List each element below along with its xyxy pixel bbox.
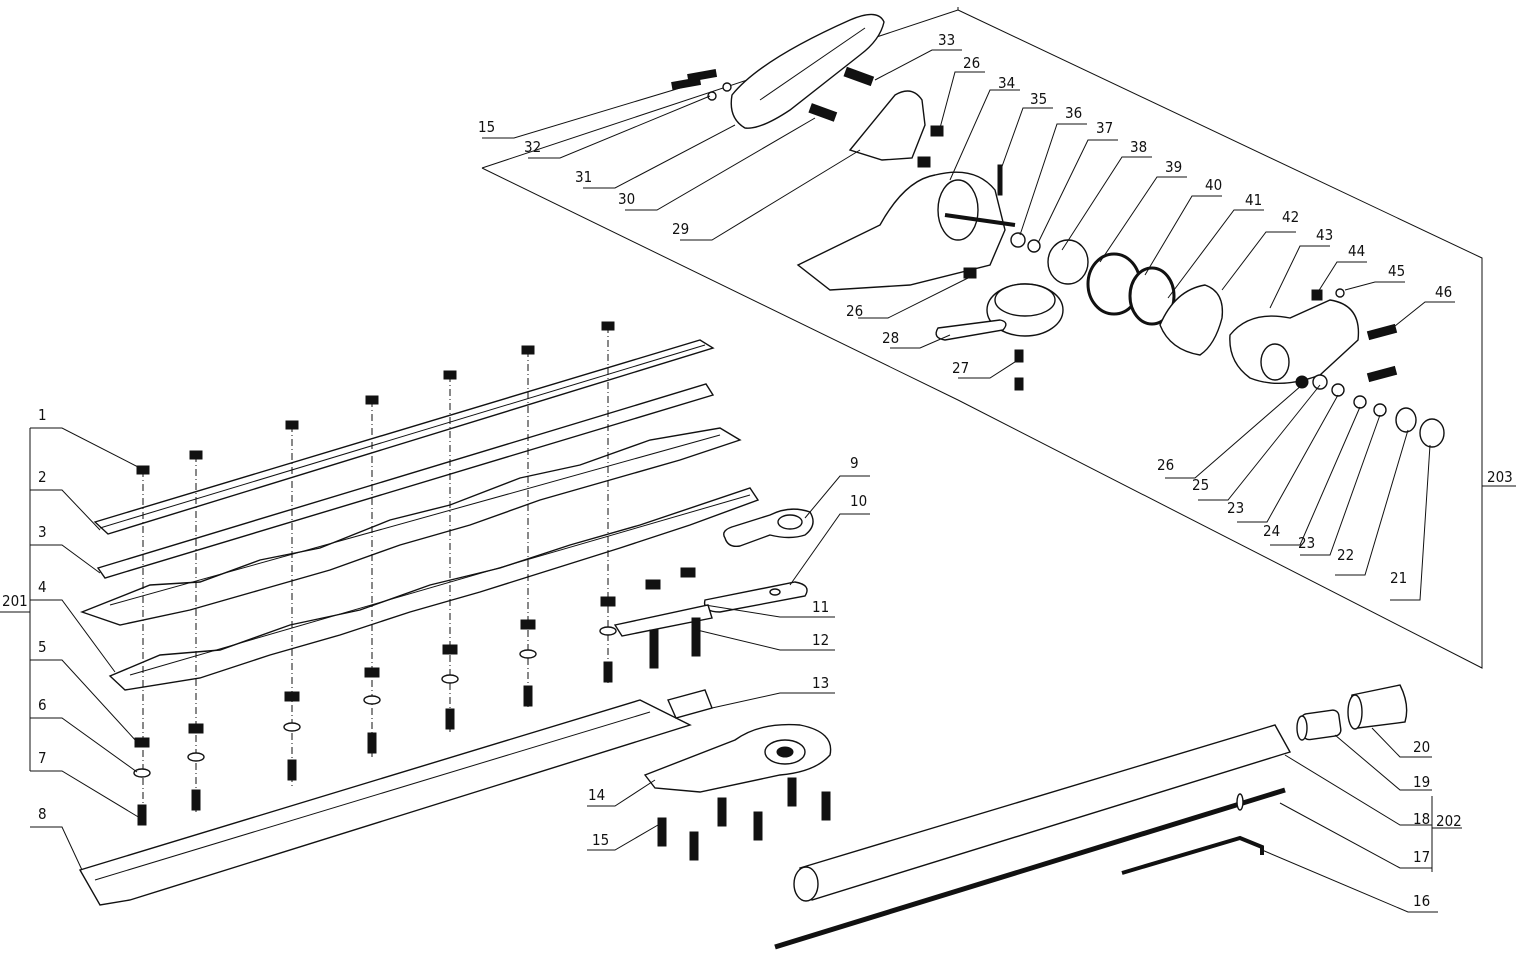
callout-41: 41 (1245, 191, 1262, 209)
gasket-ring (1128, 266, 1176, 326)
callout-32: 32 (524, 138, 541, 156)
clip-part (667, 689, 713, 719)
callout-40: 40 (1205, 176, 1222, 194)
lower-cutting-blade (108, 487, 760, 691)
callout-34: 34 (998, 74, 1015, 92)
gear-housing-base (643, 723, 832, 793)
callout-21: 21 (1390, 569, 1407, 587)
assembly-203-bracket (481, 7, 1516, 669)
callout-4: 4 (38, 578, 47, 596)
callout-31: 31 (575, 168, 592, 186)
shaft-coupler (1296, 709, 1342, 741)
callout-39: 39 (1165, 158, 1182, 176)
callout-46: 46 (1435, 283, 1452, 301)
wrench-part (723, 508, 814, 548)
callout-15-upper: 15 (478, 118, 495, 136)
base-bolts (657, 777, 831, 861)
callout-201: 201 (2, 592, 28, 610)
callout-27: 27 (952, 359, 969, 377)
callout-9: 9 (850, 454, 859, 472)
callout-29: 29 (672, 220, 689, 238)
gear-cover-housing (1229, 299, 1360, 385)
callout-38: 38 (1130, 138, 1147, 156)
hex-key (1121, 835, 1264, 875)
upper-cutting-blade (79, 427, 742, 626)
fastener-stack-7 (599, 321, 617, 685)
callout-5: 5 (38, 638, 47, 656)
blade-cover (78, 699, 692, 906)
mounting-bracket (613, 567, 713, 669)
gearbox-frame (796, 171, 1016, 291)
callout-42: 42 (1282, 208, 1299, 226)
blade-plate (96, 383, 715, 579)
callout-45: 45 (1388, 262, 1405, 280)
callout-43: 43 (1316, 226, 1333, 244)
drive-shaft (774, 787, 1286, 950)
fastener-stack-6 (519, 345, 537, 710)
callout-26-mid: 26 (846, 302, 863, 320)
fastener-stack-3 (283, 420, 301, 788)
callout-3: 3 (38, 523, 47, 541)
springs (808, 66, 875, 122)
blade-fasteners (133, 321, 617, 826)
callout-23-right: 23 (1298, 534, 1315, 552)
gear-cover-fasteners (1014, 288, 1445, 448)
callout-15-lower: 15 (592, 831, 609, 849)
callout-12: 12 (812, 631, 829, 649)
fastener-stack-1 (133, 465, 151, 826)
callout-10: 10 (850, 492, 867, 510)
callout-19: 19 (1413, 773, 1430, 791)
callout-36: 36 (1065, 104, 1082, 122)
callout-203: 203 (1487, 468, 1513, 486)
handle-bolts (671, 69, 732, 101)
callout-14: 14 (588, 786, 605, 804)
callout-22: 22 (1337, 546, 1354, 564)
callout-25: 25 (1192, 476, 1209, 494)
callout-13: 13 (812, 674, 829, 692)
fastener-stack-4 (363, 395, 381, 760)
gear-cover-plate (1159, 284, 1224, 356)
callout-17: 17 (1413, 848, 1430, 866)
callout-23-left: 23 (1227, 499, 1244, 517)
leader-lines (30, 49, 1455, 913)
callout-labels: 1 2 3 4 5 6 7 8 9 10 11 12 13 14 15 15 1… (2, 31, 1513, 910)
callout-18: 18 (1413, 810, 1430, 828)
callout-1: 1 (38, 406, 47, 424)
assembly-202-bracket (1431, 796, 1462, 872)
fork-plate (935, 319, 1007, 341)
callout-26-upper: 26 (963, 54, 980, 72)
callout-24: 24 (1263, 522, 1280, 540)
callout-37: 37 (1096, 119, 1113, 137)
callout-28: 28 (882, 329, 899, 347)
callout-16: 16 (1413, 892, 1430, 910)
blade-guide-bar (93, 339, 715, 535)
callout-6: 6 (38, 696, 47, 714)
handle-grip (730, 13, 885, 129)
bevel-gear (1047, 239, 1089, 285)
callout-33: 33 (938, 31, 955, 49)
callout-26-lower: 26 (1157, 456, 1174, 474)
gearbox-small-parts (917, 125, 1041, 279)
callout-7: 7 (38, 749, 47, 767)
callout-20: 20 (1413, 738, 1430, 756)
callout-8: 8 (38, 805, 47, 823)
callout-11: 11 (812, 598, 829, 616)
callout-2: 2 (38, 468, 47, 486)
callout-30: 30 (618, 190, 635, 208)
callout-44: 44 (1348, 242, 1365, 260)
fastener-stack-2 (187, 450, 205, 812)
callout-202: 202 (1436, 812, 1462, 830)
tube-part (793, 724, 1292, 902)
fastener-stack-5 (441, 370, 459, 735)
handle-mount (848, 90, 926, 161)
shaft-sleeve (1347, 684, 1408, 730)
callout-35: 35 (1030, 90, 1047, 108)
